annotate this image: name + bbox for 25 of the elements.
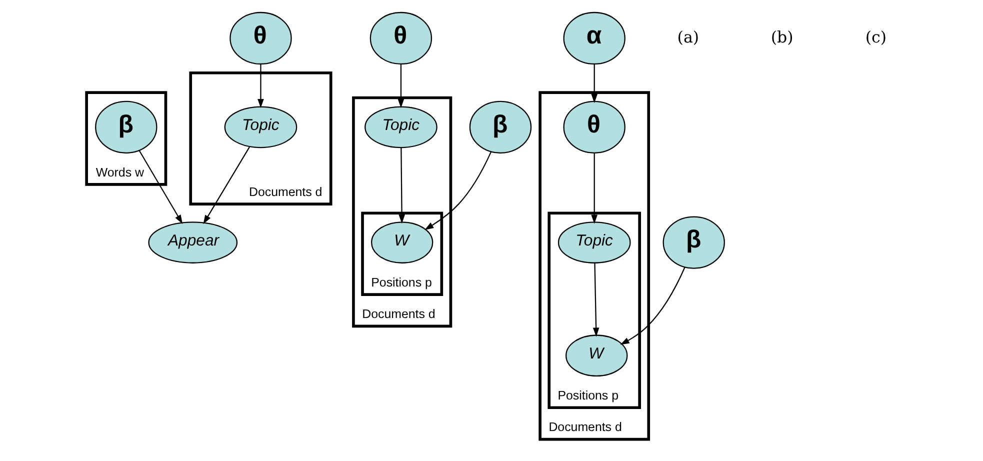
node-ellipse: θ <box>229 12 292 65</box>
node-ellipse: β <box>468 100 532 154</box>
node-ellipse: α <box>562 12 625 65</box>
node-ellipse: θ <box>369 12 432 65</box>
arrow <box>620 267 685 345</box>
node-ellipse: Topic <box>364 106 437 148</box>
node-ellipse: Topic <box>224 106 297 148</box>
arrow <box>398 148 404 224</box>
label: (c) <box>864 27 886 46</box>
arrow <box>257 64 264 108</box>
node-ellipse: β <box>662 216 724 269</box>
node-ellipse: θ <box>562 100 625 154</box>
label: (b) <box>770 27 793 46</box>
node-ellipse: β <box>94 100 157 154</box>
arrow <box>592 262 599 337</box>
node-ellipse: Appear <box>148 222 238 264</box>
arrow <box>397 64 404 108</box>
arrow <box>590 64 598 104</box>
node-ellipse: W <box>565 334 628 377</box>
arrow <box>202 146 250 224</box>
arrow <box>138 150 182 224</box>
label: (a) <box>676 27 699 46</box>
arrow <box>424 151 492 230</box>
node-ellipse: Topic <box>557 222 630 264</box>
arrow <box>590 152 598 224</box>
